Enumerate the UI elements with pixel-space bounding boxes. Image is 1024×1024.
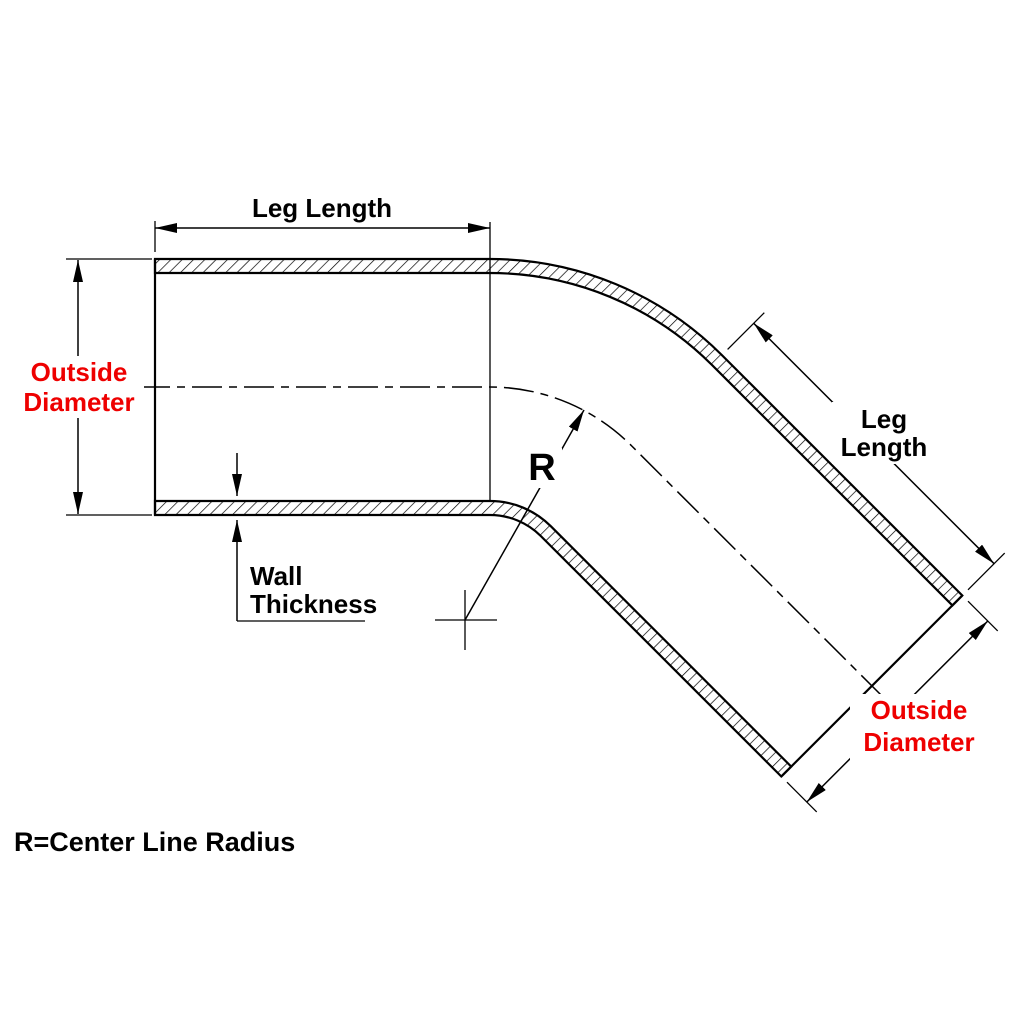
pipe-wall-bottom xyxy=(153,499,793,779)
leg-length-right-label-line2: Length xyxy=(841,432,928,462)
od-left-label-bg xyxy=(16,356,144,418)
extension-line-od-right-bottom xyxy=(786,781,818,813)
od-right-label-bg xyxy=(850,694,988,760)
leg-length-top-label: Leg Length xyxy=(252,193,392,223)
od-right-label-line1: Outside xyxy=(871,695,968,725)
radius-symbol-label: R xyxy=(528,447,555,489)
leg-length-right-label-line1: Leg xyxy=(861,404,907,434)
wall-thickness-label-line1: Wall xyxy=(250,561,302,591)
od-left-label-line1: Outside xyxy=(31,357,128,387)
wall-thickness-label-line2: Thickness xyxy=(250,589,377,619)
extension-line-od-right-top xyxy=(967,600,999,632)
od-left-label-line2: Diameter xyxy=(23,387,134,417)
centerline xyxy=(140,386,887,701)
extension-line-right-leg-end xyxy=(967,552,1006,591)
radius-leader-line xyxy=(464,409,585,621)
extension-line-right-leg-start xyxy=(727,312,765,350)
od-right-label-line2: Diameter xyxy=(863,727,974,757)
leg-length-right-label-bg xyxy=(832,402,936,464)
radius-label-bg xyxy=(522,448,562,488)
radius-note: R=Center Line Radius xyxy=(14,827,295,857)
